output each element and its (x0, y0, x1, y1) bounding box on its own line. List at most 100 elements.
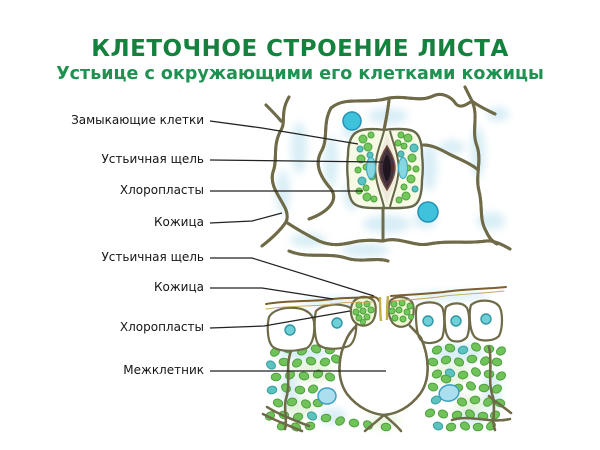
label-epidermis-section: Кожица (154, 280, 204, 294)
chloroplast-dot (465, 381, 477, 391)
label-chloroplasts-top: Хлоропласты (119, 183, 204, 197)
chloroplast-dot (356, 154, 366, 164)
chloroplast-dot (307, 384, 319, 394)
chloroplast-dot (362, 192, 372, 202)
chloroplast-dot (406, 302, 414, 310)
chloroplast-dot (359, 307, 367, 315)
leader-line-guard-cells (209, 120, 359, 145)
chloroplast-dot (399, 315, 407, 323)
chloroplast-dot (294, 385, 306, 395)
chloroplast-dot (495, 346, 507, 356)
chloroplast-dot (397, 131, 405, 139)
chloroplast-dot (348, 418, 360, 428)
chloroplast-dot (266, 385, 278, 395)
chloroplast-dot (320, 413, 332, 423)
chloroplast-dot (354, 166, 362, 174)
stomatal-slit-channel (378, 296, 383, 322)
chloroplast-dot (431, 345, 443, 355)
chloroplast-dot (432, 421, 444, 431)
chloroplast-dot (367, 131, 375, 139)
chloroplast-dot (457, 345, 469, 355)
chloroplast-dot (395, 196, 403, 204)
nucleus (422, 315, 434, 327)
chloroplast-dot (395, 306, 403, 314)
chloroplast-dot (444, 343, 456, 353)
chloroplast-dot (457, 370, 469, 380)
chloroplast-dot (427, 357, 439, 367)
chloroplast-dot (370, 195, 378, 203)
chloroplast-dot (305, 356, 317, 366)
chloroplast-dot (403, 133, 413, 143)
cross-section-diagram (261, 286, 513, 433)
cuticle (265, 286, 507, 322)
chloroplast-dot (272, 398, 284, 408)
chloroplast-dot (495, 371, 507, 381)
chloroplast-dot (397, 150, 405, 158)
chloroplast-dot (456, 397, 468, 407)
chloroplast-dot (407, 153, 417, 163)
label-guard-cells: Замыкающие клетки (71, 113, 204, 127)
chloroplast-dot (310, 344, 322, 354)
chloroplast-dot (412, 165, 420, 173)
label-epidermis-top: Кожица (154, 215, 204, 229)
top-view-diagram (260, 85, 512, 263)
organelle-pill (365, 156, 377, 180)
chloroplast-dot (491, 384, 503, 394)
nucleus (331, 317, 343, 329)
chloroplast-dot (358, 134, 368, 144)
chloroplast-dot (424, 408, 436, 418)
chloroplast-dot (472, 422, 484, 432)
chloroplast-dot (400, 142, 408, 150)
label-intercellular-space: Межклетник (123, 363, 204, 377)
chloroplast-dot (409, 143, 419, 153)
stoma-surface-view (346, 127, 424, 210)
nucleus (450, 315, 462, 327)
chloroplast-dot (324, 372, 336, 382)
chloroplast-dot (401, 191, 411, 201)
mesophyll-chloroplasts (264, 342, 507, 432)
chloroplast-dot (480, 356, 490, 366)
leader-line-stomatal-slit-section (210, 257, 375, 297)
chloroplast-dot (355, 314, 363, 322)
chloroplast-dot (367, 306, 375, 314)
page-title: КЛЕТОЧНОЕ СТРОЕНИЕ ЛИСТА (91, 36, 509, 62)
chloroplast-dot (403, 308, 411, 316)
chloroplast-dot (427, 382, 439, 392)
chloroplast-dot (400, 183, 408, 191)
guard-cell-chloroplasts (388, 299, 414, 323)
stomatal-slit-core (383, 154, 391, 182)
nucleus (317, 387, 337, 405)
stomatal-slit-channel (385, 295, 390, 321)
chloroplast-dot (445, 422, 457, 432)
chloroplast-dot (491, 357, 503, 367)
chloroplast-dot (335, 416, 345, 426)
chloroplast-dot (355, 301, 363, 309)
chloroplast-dot (471, 367, 481, 377)
chloroplast-dot (363, 142, 373, 152)
chloroplast-dot (470, 342, 482, 352)
chloroplast-dot (478, 383, 490, 393)
chloroplast-dot (291, 358, 303, 368)
leader-lines (209, 120, 387, 372)
organelle-pill (397, 156, 409, 180)
chloroplast-dot (270, 372, 282, 382)
leader-line-epidermis-top (209, 212, 283, 224)
chloroplast-dot (362, 184, 370, 192)
chloroplast-dot (390, 300, 398, 308)
leader-line-chloroplasts-section (209, 310, 351, 329)
label-chloroplasts-section: Хлоропласты (119, 320, 204, 334)
chloroplast-dot (388, 307, 396, 315)
chloroplast-dot (483, 369, 495, 379)
chloroplast-dot (440, 374, 452, 384)
nucleus (417, 201, 439, 223)
leader-line-epidermis-section (210, 287, 334, 300)
chloroplast-dot (266, 360, 276, 370)
chloroplast-dot (411, 185, 419, 193)
label-stomatal-slit-top: Устьичная щель (101, 152, 204, 166)
nucleus (284, 324, 296, 336)
label-stomatal-slit-section: Устьичная щель (101, 250, 204, 264)
chloroplast-dot (394, 139, 402, 147)
chloroplast-dot (453, 357, 465, 367)
